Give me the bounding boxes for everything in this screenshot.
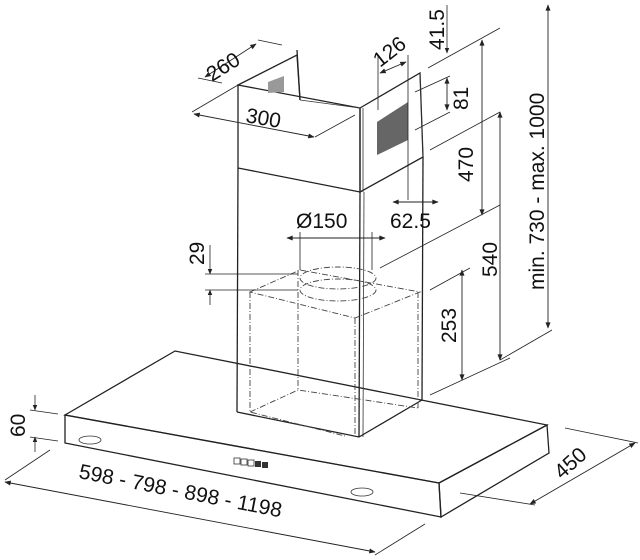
lower-chimney [236,156,424,438]
label-60: 60 [7,414,30,437]
label-total-height: min. 730 - max. 1000 [526,93,549,290]
label-62-5: 62.5 [390,210,431,233]
outlet-collar [299,266,377,290]
label-540: 540 [479,242,502,277]
label-470: 470 [455,147,478,182]
control-buttons [233,457,268,468]
label-d150: Ø150 [296,210,347,233]
light-icon [350,487,374,497]
dimension-lines [4,4,639,556]
label-126: 126 [369,32,411,72]
label-41-5: 41.5 [426,9,449,50]
label-300: 300 [244,104,283,133]
label-450: 450 [550,443,591,484]
vent-grille [268,76,408,155]
upper-chimney [237,49,424,194]
label-hood-widths: 598 - 798 - 898 - 1198 [77,460,284,522]
label-81: 81 [450,87,473,110]
label-29: 29 [186,242,209,265]
label-253: 253 [438,308,461,343]
light-icon [78,435,102,445]
